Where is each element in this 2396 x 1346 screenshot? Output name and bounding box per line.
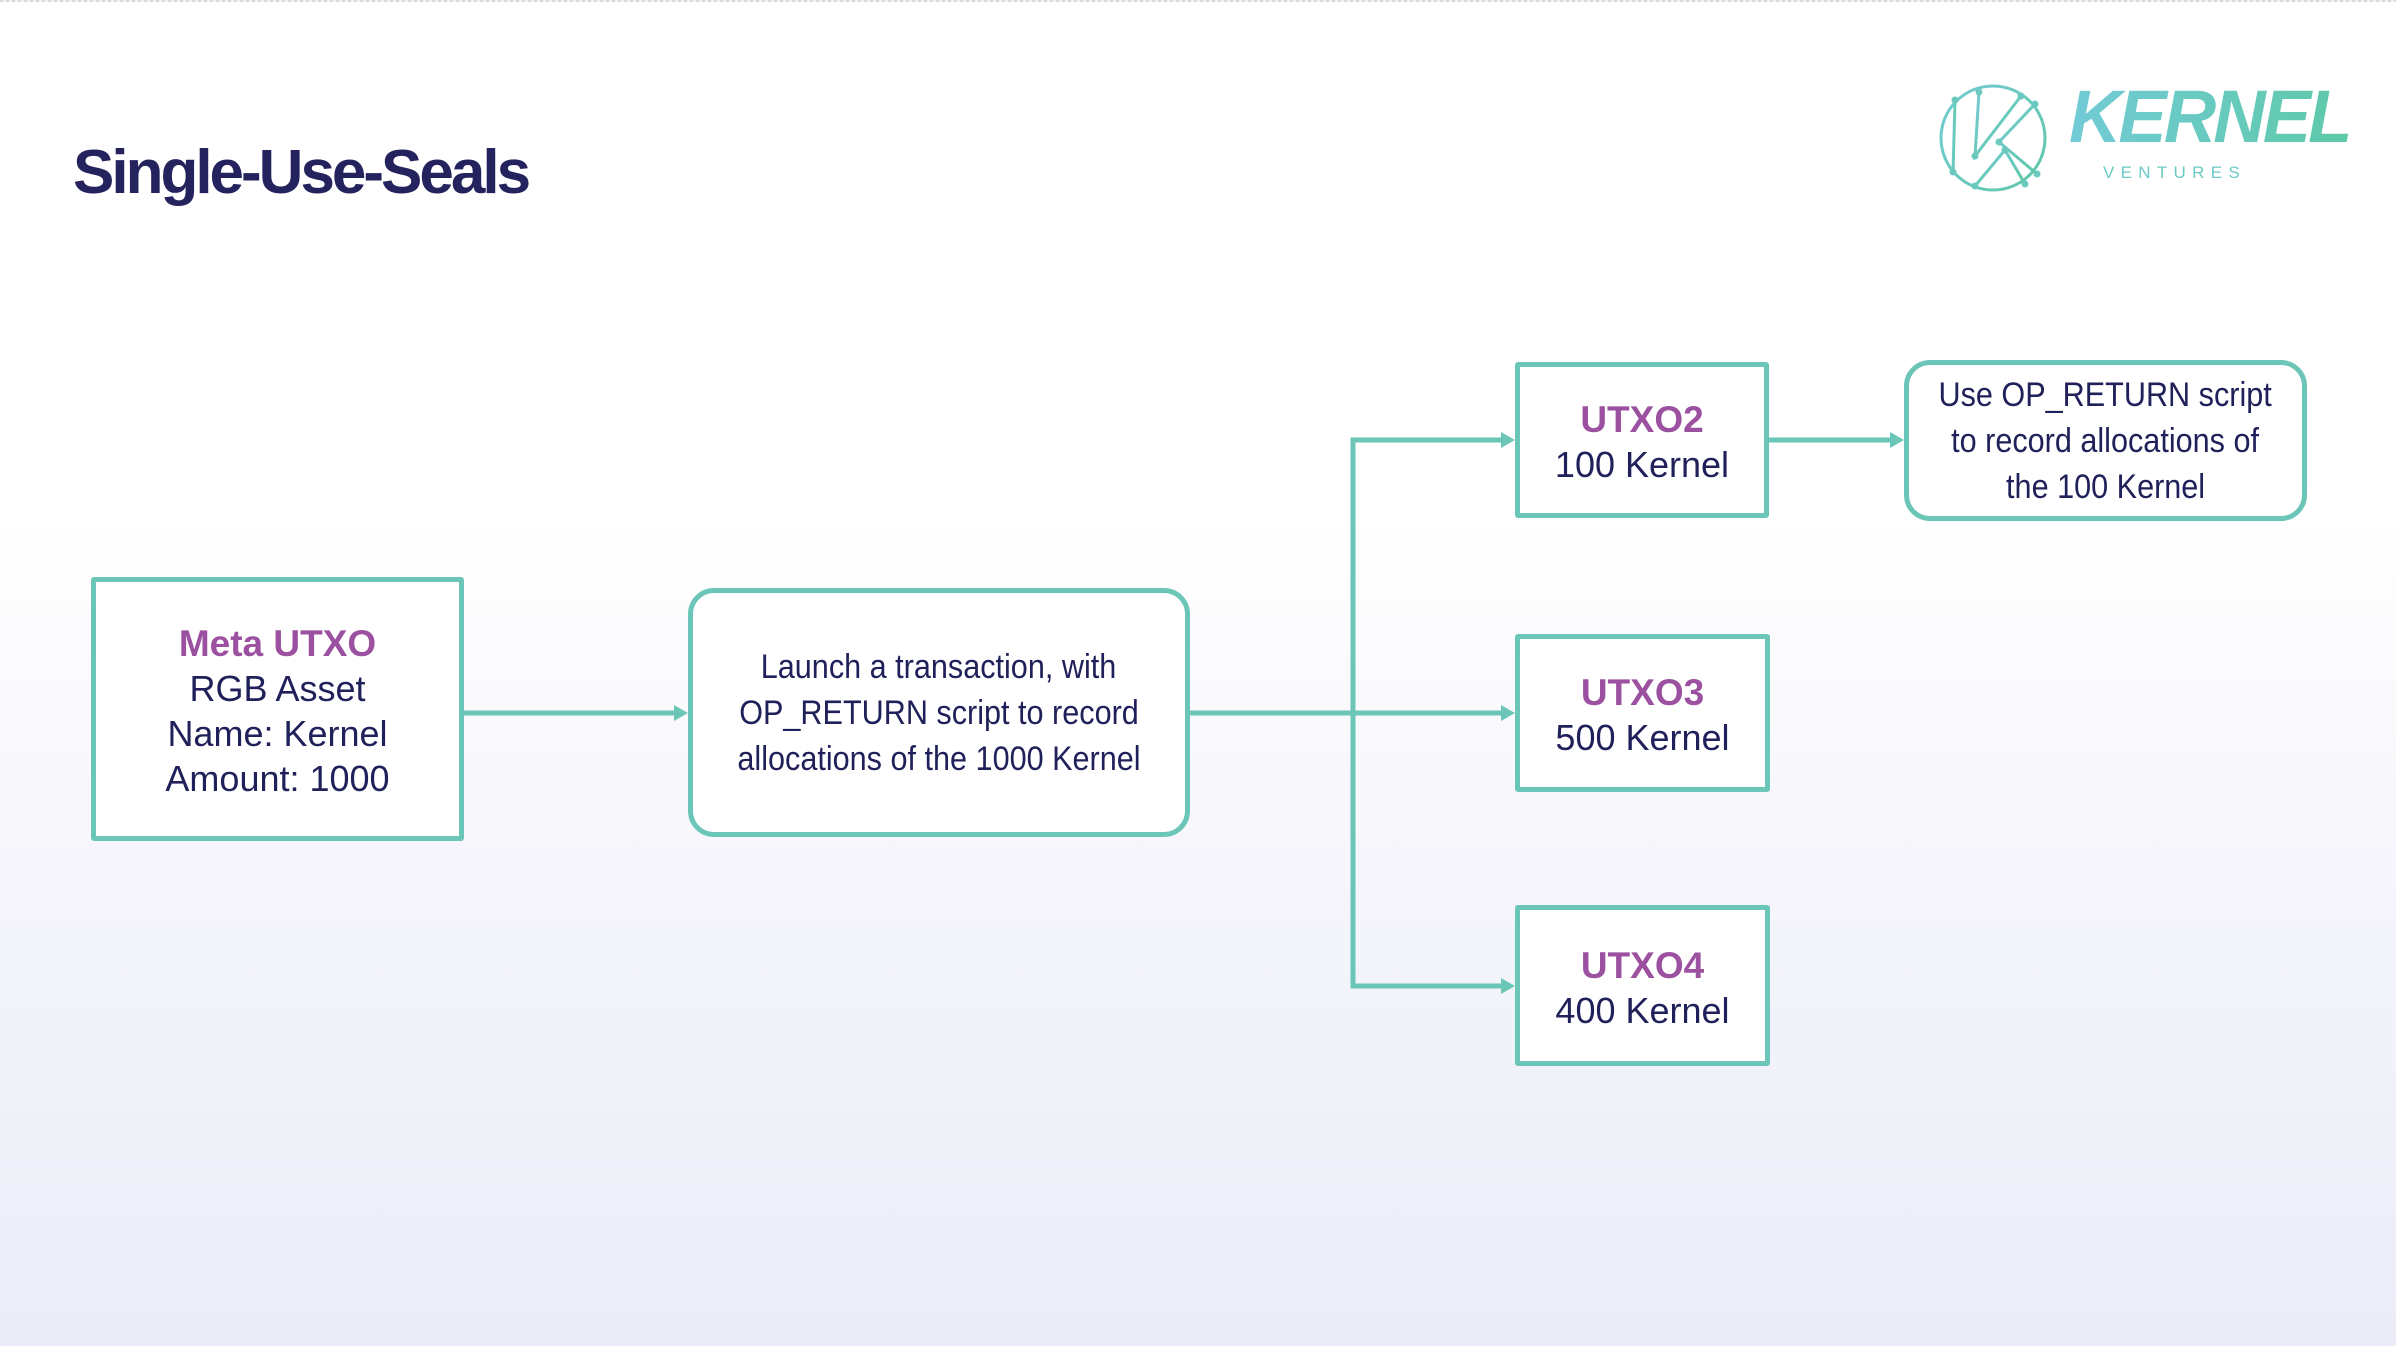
utxo3-box: UTXO3 500 Kernel [1515,634,1770,792]
utxo4-heading: UTXO4 [1580,944,1705,986]
utxo3-amount: 500 Kernel [1555,717,1730,758]
slide-title: Single-Use-Seals [73,137,531,207]
meta-utxo-heading: Meta UTXO [178,623,377,664]
arrowhead-icon [1890,432,1904,448]
utxo3-heading: UTXO3 [1580,672,1705,713]
utxo4-amount: 400 Kernel [1555,989,1730,1031]
asset-amount-text: Amount: 1000 [165,758,390,799]
arrowhead-icon [1501,705,1515,721]
logo-subword: VENTURES [2103,163,2246,182]
kernel-ventures-logo: KERNEL VENTURES [1935,76,2352,196]
use-op-return-text-line: Use OP_RETURN script [1938,375,2273,414]
utxo4-box: UTXO4 400 Kernel [1515,905,1770,1066]
arrowhead-icon [1501,978,1515,994]
arrowhead-icon [1501,432,1515,448]
use-op-return-text-line: the 100 Kernel [2005,467,2206,506]
launch-transaction-box: Launch a transaction, with OP_RETURN scr… [688,588,1190,837]
asset-name-text: Name: Kernel [167,713,388,754]
use-op-return-box: Use OP_RETURN script to record allocatio… [1904,360,2307,521]
arrowhead-icon [674,705,688,721]
utxo2-box: UTXO2 100 Kernel [1515,362,1769,518]
kernel-k-circle-icon [1939,84,2047,192]
edge-trunk-utxo2-utxo4 [1350,437,1501,989]
utxo2-amount: 100 Kernel [1554,444,1730,485]
launch-text-line: OP_RETURN script to record [739,693,1139,732]
launch-text-line: Launch a transaction, with [761,647,1117,686]
use-op-return-text-line: to record allocations of [1951,421,2260,460]
top-border [0,0,2396,2]
meta-utxo-box: Meta UTXO RGB Asset Name: Kernel Amount:… [91,577,464,841]
asset-type-text: RGB Asset [189,668,366,709]
utxo2-heading: UTXO2 [1580,399,1704,440]
launch-text-line: allocations of the 1000 Kernel [737,739,1141,778]
logo-wordmark: KERNEL [2069,75,2352,158]
